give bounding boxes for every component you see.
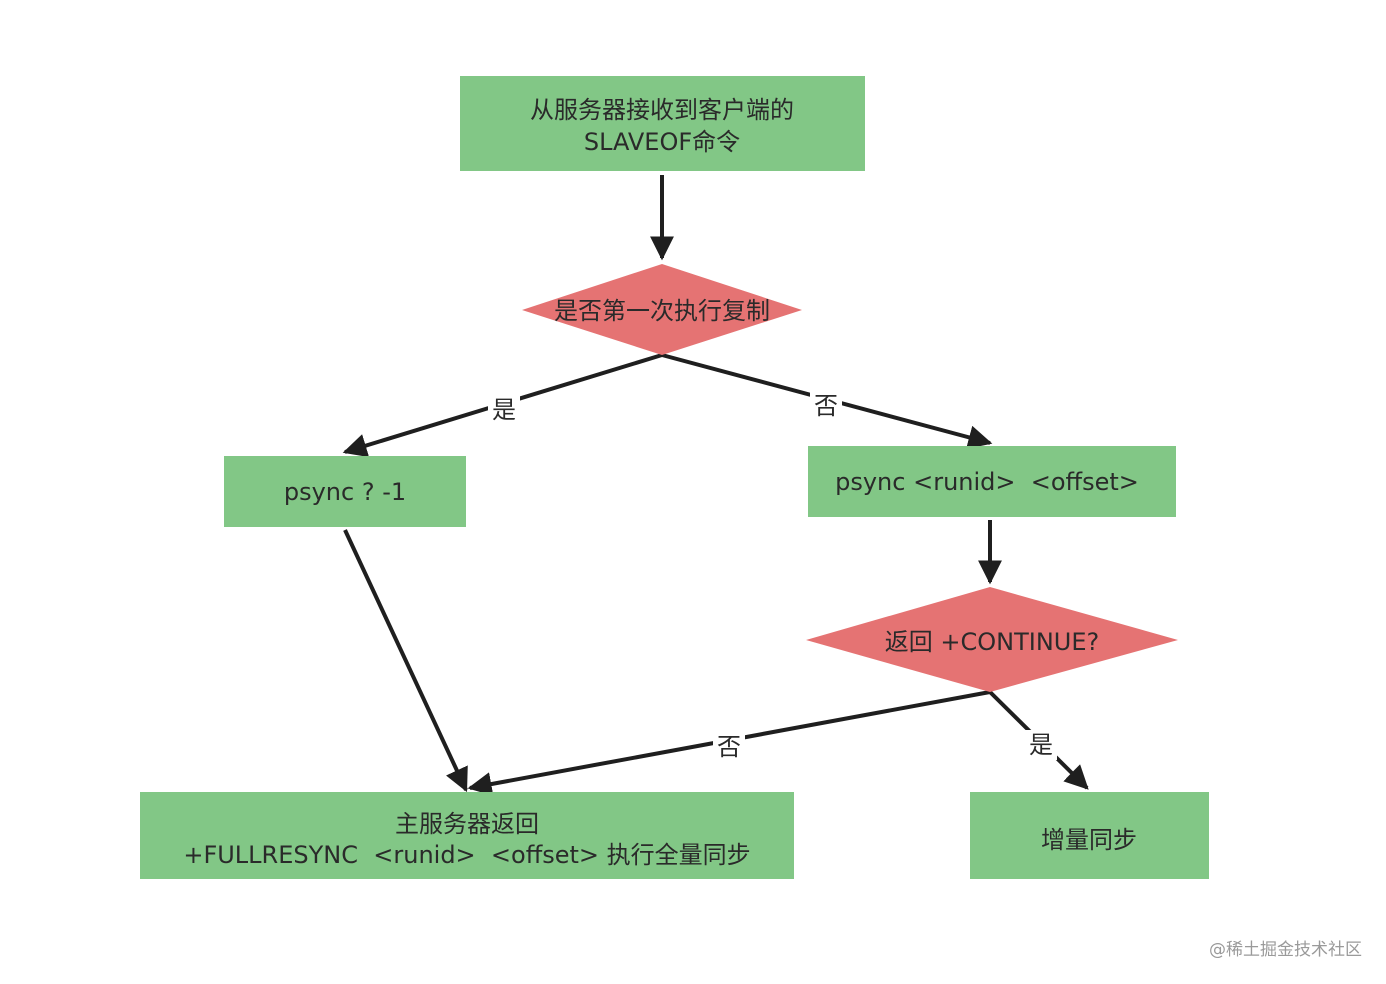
edge-full-to-resync [343,529,468,793]
edge-label-continue-yes: 是 [1029,731,1053,759]
node-incremental: 增量同步 [970,792,1209,879]
node-psync-partial-label: psync <runid> <offset> [835,468,1139,496]
edge-label-continue-no: 否 [717,733,741,761]
node-incremental-label: 增量同步 [1041,826,1137,854]
node-psync-partial: psync <runid> <offset> [808,446,1176,517]
edge-label-first-yes: 是 [492,396,516,424]
node-start-line1: 从服务器接收到客户端的 [530,96,794,124]
node-first-time-decision: 是否第一次执行复制 [522,264,802,355]
node-continue-decision: 返回 +CONTINUE? [806,587,1178,692]
node-full-resync: 主服务器返回 +FULLRESYNC <runid> <offset> 执行全量… [140,792,794,879]
edge-label-first-no: 否 [814,392,838,420]
node-first-time-label: 是否第一次执行复制 [554,297,770,325]
node-start: 从服务器接收到客户端的 SLAVEOF命令 [460,76,865,171]
node-psync-full: psync ? -1 [224,456,466,527]
node-full-resync-line1: 主服务器返回 [395,810,539,838]
node-full-resync-line2: +FULLRESYNC <runid> <offset> 执行全量同步 [183,841,750,869]
node-psync-full-label: psync ? -1 [284,478,406,506]
watermark: @稀土掘金技术社区 [1209,940,1362,960]
node-continue-label: 返回 +CONTINUE? [885,628,1100,656]
edge-labels: 是 否 否 是 [488,391,1057,762]
node-start-line2: SLAVEOF命令 [584,128,740,156]
